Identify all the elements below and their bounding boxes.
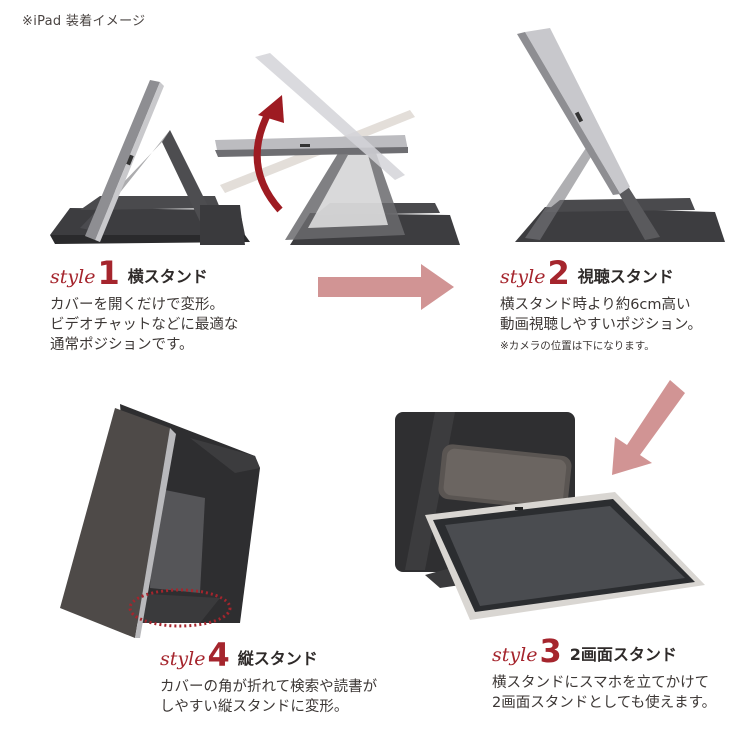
- style1-photo: [50, 80, 250, 244]
- style-number: 2: [547, 254, 570, 292]
- style2-heading: style 2 視聴スタンド: [500, 254, 702, 292]
- style-title: 視聴スタンド: [577, 267, 674, 286]
- style4-heading: style 4 縦スタンド: [160, 636, 377, 674]
- style1-block: style 1 横スタンド カバーを開くだけで変形。 ビデオチャットなどに最適な…: [50, 254, 238, 355]
- style-number: 3: [539, 632, 562, 670]
- style2-photo: [515, 28, 725, 242]
- style-word: style: [492, 644, 538, 667]
- description-line: 動画視聴しやすいポジション。: [500, 317, 702, 334]
- description-line: 横スタンド時より約6cm高い: [500, 297, 691, 314]
- style-description: 横スタンド時より約6cm高い 動画視聴しやすいポジション。: [500, 295, 702, 335]
- style1-heading: style 1 横スタンド: [50, 254, 238, 292]
- description-line: カバーを開くだけで変形。: [50, 297, 224, 314]
- description-line: カバーの角が折れて検索や読書が: [160, 679, 378, 696]
- arrow-right-icon: [318, 264, 454, 310]
- style-description: 横スタンドにスマホを立てかけて 2画面スタンドとしても使えます。: [492, 673, 716, 713]
- style-number: 1: [97, 254, 120, 292]
- style-word: style: [160, 648, 206, 671]
- style2-block: style 2 視聴スタンド 横スタンド時より約6cm高い 動画視聴しやすいポジ…: [500, 254, 702, 353]
- style3-heading: style 3 2画面スタンド: [492, 632, 716, 670]
- arrow-down-left-icon: [612, 380, 685, 475]
- description-line: しやすい縦スタンドに変形。: [160, 699, 349, 716]
- style-title: 縦スタンド: [237, 649, 318, 668]
- style3-block: style 3 2画面スタンド 横スタンドにスマホを立てかけて 2画面スタンドと…: [492, 632, 716, 713]
- transition-photo: [200, 53, 460, 245]
- style-description: カバーの角が折れて検索や読書が しやすい縦スタンドに変形。: [160, 677, 377, 717]
- style-word: style: [500, 266, 546, 289]
- camera-note: ※カメラの位置は下になります。: [500, 340, 655, 353]
- image-caption-note: ※iPad 装着イメージ: [22, 14, 146, 29]
- style4-block: style 4 縦スタンド カバーの角が折れて検索や読書が しやすい縦スタンドに…: [160, 636, 377, 717]
- description-line: 2画面スタンドとしても使えます。: [492, 695, 717, 712]
- style-description: カバーを開くだけで変形。 ビデオチャットなどに最適な 通常ポジションです。: [50, 295, 238, 355]
- style-title: 2画面スタンド: [569, 645, 677, 664]
- style3-photo: [395, 412, 705, 620]
- description-line: ビデオチャットなどに最適な: [50, 317, 239, 334]
- style-title: 横スタンド: [127, 267, 208, 286]
- description-line: 横スタンドにスマホを立てかけて: [492, 675, 710, 692]
- style-word: style: [50, 266, 96, 289]
- style-number: 4: [207, 636, 230, 674]
- description-line: 通常ポジションです。: [50, 337, 194, 354]
- style4-photo: [60, 404, 260, 638]
